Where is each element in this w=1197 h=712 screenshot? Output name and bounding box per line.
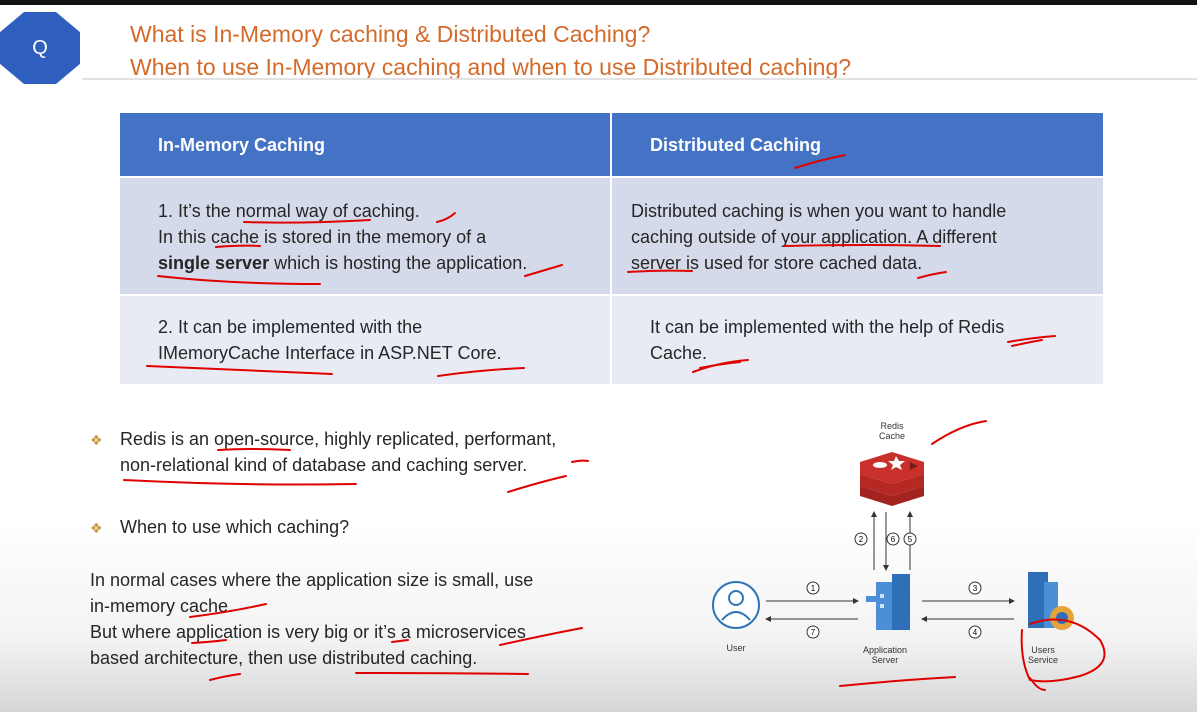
- header-in-memory-label: In-Memory Caching: [158, 134, 326, 155]
- app-label-line1: Application: [862, 645, 908, 655]
- bullet-redis-line1: Redis is an open-source, highly replicat…: [120, 429, 557, 449]
- application-server-label: Application Server: [855, 645, 915, 665]
- row1-left-line1: 1. It’s the normal way of caching.: [158, 201, 420, 221]
- svc-label-line1: Users: [1031, 645, 1055, 655]
- step-3-label: 3: [973, 584, 978, 593]
- row1-right-line1: Distributed caching is when you want to …: [631, 201, 1007, 221]
- title-line-2: When to use In-Memory caching and when t…: [130, 54, 852, 80]
- application-server-icon: [866, 574, 910, 630]
- para-line4: based architecture, then use distributed…: [90, 648, 478, 668]
- title-divider: [82, 78, 1197, 80]
- user-label: User: [726, 643, 746, 653]
- caching-diagram: 2 6 5 1 7 3 4: [700, 410, 1100, 680]
- row1-left-line3: single server which is hosting the appli…: [158, 250, 610, 276]
- question-badge: Q: [0, 12, 80, 84]
- step-5-label: 5: [908, 535, 913, 544]
- users-service-icon: [1028, 572, 1074, 630]
- bullet-when: When to use which caching?: [120, 517, 350, 537]
- step-7-label: 7: [811, 628, 816, 637]
- redis-label-line1: Redis: [880, 421, 904, 431]
- svc-label-line2: Service: [1027, 655, 1058, 665]
- row1-right-line3: server is used for store cached data.: [631, 253, 923, 273]
- slide-title: What is In-Memory caching & Distributed …: [130, 18, 851, 84]
- comparison-table: In-Memory Caching Distributed Caching 1.…: [120, 113, 1103, 384]
- para-line3: But where application is very big or it’…: [90, 622, 526, 642]
- step-1-label: 1: [811, 584, 816, 593]
- bullet-diamond-icon: ❖: [90, 432, 103, 448]
- title-line-1: What is In-Memory caching & Distributed …: [130, 21, 651, 47]
- single-server-bold: single server: [158, 253, 270, 273]
- bullet-diamond-icon: ❖: [90, 520, 103, 536]
- redis-label-line2: Cache: [878, 431, 905, 441]
- row1-in-memory: 1. It’s the normal way of caching. In th…: [120, 178, 610, 294]
- row2-right-line1: It can be implemented with the help of R…: [650, 317, 1005, 337]
- para-line2: in-memory cache.: [90, 596, 234, 616]
- diagram-graphic: 2 6 5 1 7 3 4: [712, 452, 1074, 639]
- row2-left-line2: IMemoryCache Interface in ASP.NET Core.: [158, 343, 502, 363]
- header-in-memory: In-Memory Caching: [120, 113, 610, 176]
- ink-mark: [209, 672, 529, 681]
- row2-in-memory: 2. It can be implemented with the IMemor…: [120, 296, 610, 384]
- step-2-label: 2: [859, 535, 864, 544]
- row2-distributed: It can be implemented with the help of R…: [612, 296, 1103, 384]
- row1-distributed: Distributed caching is when you want to …: [612, 178, 1103, 294]
- step-4-label: 4: [973, 628, 978, 637]
- user-icon: [712, 581, 760, 629]
- redis-cache-label: Redis Cache: [870, 421, 914, 441]
- badge-label: Q: [32, 36, 48, 59]
- row1-left-line3-rest: which is hosting the application.: [269, 253, 528, 273]
- bullet-redis: Redis is an open-source, highly replicat…: [120, 426, 556, 478]
- row1-left-line2: In this cache is stored in the memory of…: [158, 227, 487, 247]
- header-distributed-label: Distributed Caching: [650, 134, 822, 155]
- top-bar: [0, 0, 1197, 5]
- users-service-label: Users Service: [1018, 645, 1068, 665]
- usage-paragraph: In normal cases where the application si…: [90, 567, 533, 671]
- step-6-label: 6: [891, 535, 896, 544]
- app-label-line2: Server: [871, 655, 899, 665]
- row1-right-line2: caching outside of your application. A d…: [631, 227, 997, 247]
- bullet-redis-line2: non-relational kind of database and cach…: [120, 455, 528, 475]
- row2-left-line1: 2. It can be implemented with the: [158, 317, 423, 337]
- row2-right-line2: Cache.: [650, 343, 708, 363]
- header-distributed: Distributed Caching: [612, 113, 1103, 176]
- para-line1: In normal cases where the application si…: [90, 570, 534, 590]
- redis-cache-icon: [860, 452, 924, 506]
